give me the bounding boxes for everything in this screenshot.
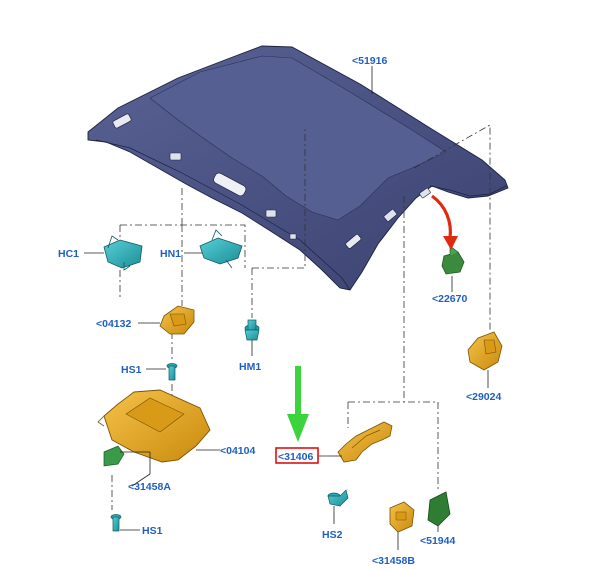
screw-hm1 xyxy=(244,319,260,356)
label-hs1-top[interactable]: HS1 xyxy=(121,364,142,376)
red-arrow-head xyxy=(443,236,458,250)
label-31458a[interactable]: <31458A xyxy=(128,481,171,493)
clip-31458b xyxy=(389,501,415,550)
green-arrow-shaft xyxy=(295,366,301,418)
grab-handle-31406 xyxy=(318,421,393,463)
label-hs1-bottom[interactable]: HS1 xyxy=(142,525,163,537)
screw-hs1-top xyxy=(146,363,178,381)
bracket-29024 xyxy=(467,331,503,388)
bracket-hn1 xyxy=(184,229,243,269)
label-hn1[interactable]: HN1 xyxy=(160,248,181,260)
sun-visor-04104 xyxy=(97,389,220,463)
label-hs2[interactable]: HS2 xyxy=(322,529,343,541)
screw-hs1-bottom xyxy=(110,514,140,532)
label-31406[interactable]: <31406 xyxy=(278,451,313,463)
highlight-box-31406 xyxy=(275,447,319,464)
screw-hs2 xyxy=(327,489,349,524)
bracket-04132 xyxy=(138,305,195,335)
label-hc1[interactable]: HC1 xyxy=(58,248,79,260)
green-arrow-head xyxy=(287,414,309,442)
clip-31458a xyxy=(103,445,151,487)
clip-22670 xyxy=(441,245,465,292)
label-hm1[interactable]: HM1 xyxy=(239,361,261,373)
bracket-hc1 xyxy=(84,235,143,271)
label-04132[interactable]: <04132 xyxy=(96,318,131,330)
label-31458b[interactable]: <31458B xyxy=(372,555,415,567)
label-51916[interactable]: <51916 xyxy=(352,55,387,67)
leader-lines xyxy=(111,124,491,510)
clip-51944 xyxy=(427,491,451,532)
headliner-panel xyxy=(87,45,509,291)
label-51944[interactable]: <51944 xyxy=(420,535,455,547)
label-29024[interactable]: <29024 xyxy=(466,391,501,403)
red-arrow xyxy=(431,194,452,239)
label-22670[interactable]: <22670 xyxy=(432,293,467,305)
label-04104[interactable]: <04104 xyxy=(220,445,255,457)
